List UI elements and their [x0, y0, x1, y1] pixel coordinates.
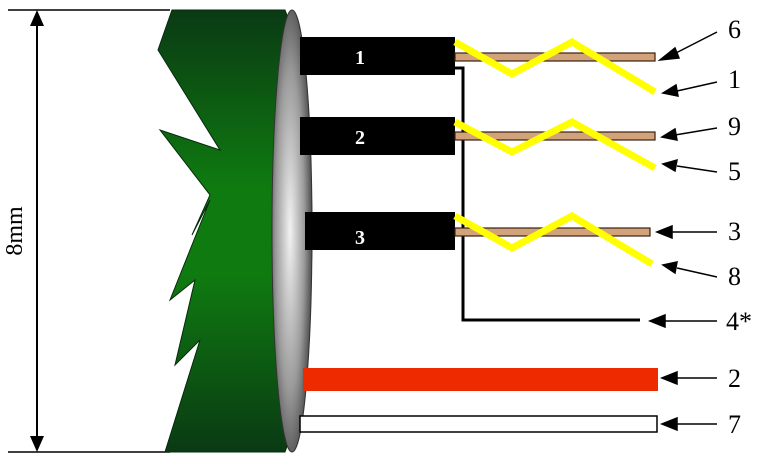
arrow-icon — [660, 83, 679, 97]
sensor-block-2: 2 — [300, 117, 455, 155]
sensor-block-3: 3 — [305, 212, 455, 250]
white-wire-7 — [299, 415, 658, 433]
wire-label-1: 1 — [728, 65, 741, 94]
arrow-icon — [659, 416, 678, 432]
black-wire-4 — [452, 66, 640, 322]
wire-label-8: 8 — [728, 262, 741, 291]
sensor-block-1: 1 — [300, 37, 455, 75]
sensor-label: 3 — [355, 227, 365, 249]
sensor-label: 1 — [355, 47, 365, 69]
arrow-icon — [657, 46, 681, 62]
arrow-icon — [659, 127, 678, 141]
wire-label-2: 2 — [728, 364, 741, 393]
yellow-wire-5 — [453, 118, 657, 172]
arrow-up-icon — [30, 10, 44, 26]
arrow-icon — [659, 370, 678, 386]
callout-arrows — [647, 31, 718, 432]
arrow-icon — [661, 158, 678, 173]
wire-label-9: 9 — [728, 112, 741, 141]
dimension-indicator: 8mm — [2, 9, 170, 453]
arrow-icon — [654, 224, 673, 240]
wire-label-6: 6 — [728, 15, 741, 44]
dimension-label: 8mm — [2, 206, 28, 256]
wire-label-7: 7 — [728, 410, 741, 439]
wire-label-5: 5 — [728, 157, 741, 186]
arrow-icon — [661, 261, 678, 275]
arrow-down-icon — [30, 436, 44, 452]
sensor-label: 2 — [355, 127, 365, 149]
yellow-wire-1 — [453, 37, 657, 95]
red-wire-2 — [303, 368, 658, 391]
yellow-wire-8 — [453, 211, 654, 268]
arrow-icon — [647, 313, 666, 329]
wire-label-3: 3 — [728, 217, 741, 246]
wire-label-4: 4* — [726, 307, 752, 336]
